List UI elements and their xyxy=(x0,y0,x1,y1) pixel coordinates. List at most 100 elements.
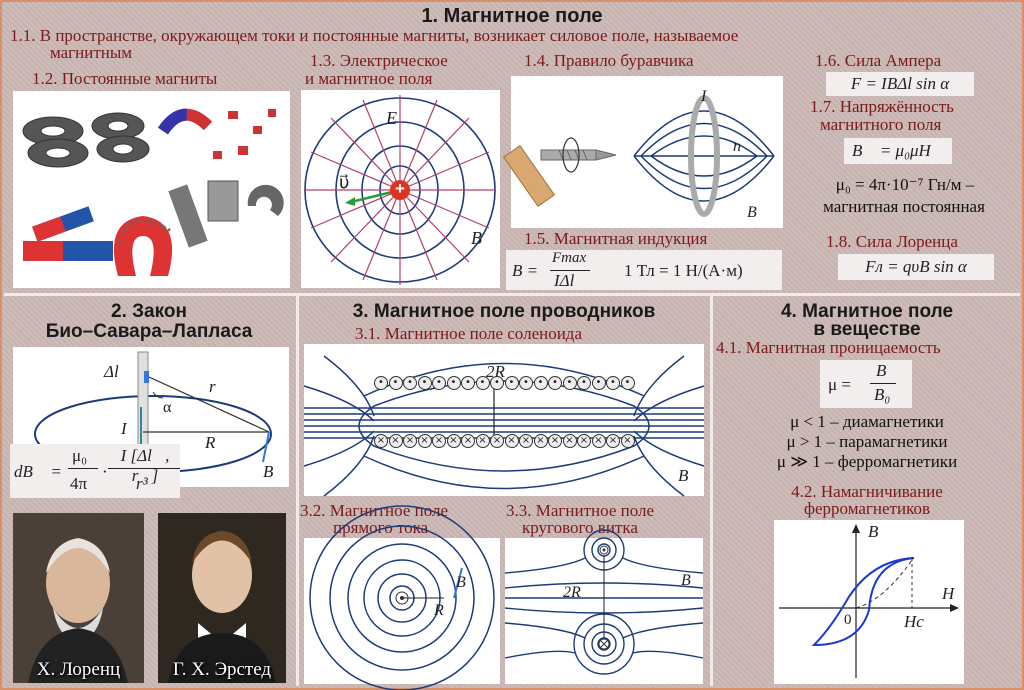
circular-loop-diagram: 2R B⃗ xyxy=(504,529,704,684)
current-in-icon: × xyxy=(446,434,461,448)
portrait-lorentz-drawing xyxy=(13,513,144,683)
current-in-icon: × xyxy=(432,434,446,448)
current-out-icon: • xyxy=(606,376,620,390)
axis-label-B: B xyxy=(868,522,879,541)
formula-lhs: μ = xyxy=(828,375,851,394)
heading-4-1: 4.1. Магнитная проницаемость xyxy=(716,338,941,357)
current-out-icon: • xyxy=(562,376,577,390)
portrait-oersted: Г. Х. Эрстед xyxy=(158,513,286,683)
dot: · xyxy=(102,462,108,481)
heading-3-3b: кругового витка xyxy=(522,518,638,537)
formula-numerator: Fmax xyxy=(552,250,587,266)
label-B: B⃗ xyxy=(678,466,702,485)
induction-formula: B = Fmax IΔl 1 Тл = 1 Н/(А·м) xyxy=(506,250,782,290)
solenoid-turns-top: •••••••••••••••••• xyxy=(374,376,635,390)
label-B: B⃗ xyxy=(471,228,496,248)
heading-1-6: 1.6. Сила Ампера xyxy=(815,51,942,70)
current-out-icon: • xyxy=(490,376,504,390)
label-dl: Δl⃗ xyxy=(104,362,132,381)
heading-3-1: 3.1. Магнитное поле соленоида xyxy=(355,324,583,343)
label-I: I⃗ xyxy=(701,88,719,105)
axis-label-H: H xyxy=(942,584,955,603)
current-out-icon: • xyxy=(374,376,388,390)
current-out-icon: • xyxy=(417,376,432,390)
heading-1-8: 1.8. Сила Лоренца xyxy=(826,232,958,251)
portrait-oersted-caption: Г. Х. Эрстед xyxy=(172,659,272,680)
current-out-icon: • xyxy=(620,376,635,390)
heading-4-2b: ферромагнетиков xyxy=(804,499,930,518)
current-out-icon: • xyxy=(504,376,519,390)
formula-lhs: dB⃗ = xyxy=(14,462,62,481)
formula-den1: 4π xyxy=(70,474,88,493)
electric-magnetic-field-diagram: + E⃗ υ⃗ B⃗ xyxy=(301,90,500,288)
biot-savart-formula: dB⃗ = μ₀ 4π · I [Δl⃗, r⃗] r³ xyxy=(10,444,180,498)
label-r: r⃗ xyxy=(209,377,229,396)
formula-lhs: B = xyxy=(512,261,539,280)
divider xyxy=(4,293,1020,296)
hysteresis-diagram: B H 0 Hc xyxy=(774,520,964,684)
section-4-title-b: в веществе xyxy=(813,319,921,340)
current-in-icon: × xyxy=(577,434,591,448)
current-in-icon: × xyxy=(606,434,620,448)
label-B: B⃗ xyxy=(747,204,770,221)
permanent-magnets-image xyxy=(13,91,290,288)
formula-num: B xyxy=(876,361,887,380)
current-out-icon: • xyxy=(475,376,490,390)
current-out-icon: • xyxy=(461,376,475,390)
current-out-icon: • xyxy=(446,376,461,390)
fraction-bar xyxy=(68,468,98,469)
hysteresis-loop xyxy=(779,524,959,678)
label-2R: 2R xyxy=(486,362,505,381)
label-B: B⃗ xyxy=(263,462,287,481)
current-in-icon: × xyxy=(374,434,388,448)
fraction-bar xyxy=(550,270,590,271)
current-in-icon: × xyxy=(417,434,432,448)
field-strength-formula: B⃗ = μ₀μH⃗ xyxy=(844,138,952,164)
divider xyxy=(710,296,713,686)
straight-current-diagram: B⃗ R xyxy=(304,505,500,690)
diamagnetics-line: μ < 1 – диамагнетики xyxy=(790,412,944,431)
current-out-icon: • xyxy=(432,376,446,390)
current-in-icon: × xyxy=(533,434,548,448)
current-in-icon: × xyxy=(490,434,504,448)
label-I: I⃗ xyxy=(121,419,140,438)
current-out-icon: • xyxy=(533,376,548,390)
ferromagnetics-line: μ ≫ 1 – ферромагнетики xyxy=(776,452,958,471)
current-out-icon: • xyxy=(577,376,591,390)
permeability-formula: μ = B B₀ xyxy=(820,360,912,408)
formula-den: B₀ xyxy=(874,385,891,404)
axis-label-Hc: Hc xyxy=(904,612,924,631)
current-in-icon: × xyxy=(519,434,533,448)
section-3-title: 3. Магнитное поле проводников xyxy=(352,301,656,322)
current-in-icon: × xyxy=(388,434,403,448)
circular-loop-field xyxy=(504,529,704,675)
formula-den2: r³ xyxy=(136,474,148,493)
label-v: υ⃗ xyxy=(339,172,350,192)
current-in-icon: × xyxy=(475,434,490,448)
label-E: E⃗ xyxy=(386,108,411,128)
heading-1-2: 1.2. Постоянные магниты xyxy=(32,69,218,88)
heading-1-3a: 1.3. Электрическое xyxy=(310,51,448,70)
heading-1-7b: магнитного поля xyxy=(820,115,942,134)
current-out-icon: • xyxy=(403,376,417,390)
axis-origin: 0 xyxy=(844,612,852,628)
portrait-oersted-drawing xyxy=(158,513,286,683)
label-R: R xyxy=(434,602,444,619)
section-2-title-a: 2. Закон xyxy=(111,301,187,322)
heading-1-4: 1.4. Правило буравчика xyxy=(524,51,694,70)
field-lines-charge xyxy=(304,95,496,285)
tesla-definition: 1 Тл = 1 Н/(А·м) xyxy=(624,261,743,280)
solenoid-field-lines xyxy=(303,355,705,497)
label-B: B⃗ xyxy=(456,574,479,591)
heading-1-5: 1.5. Магнитная индукция xyxy=(524,229,708,248)
positive-charge-sign: + xyxy=(395,179,405,198)
magnets-illustration xyxy=(22,108,284,276)
current-in-icon: × xyxy=(620,434,635,448)
label-alpha: α xyxy=(163,399,172,416)
formula-num1: μ₀ xyxy=(72,446,88,465)
magnetic-constant-label: магнитная постоянная xyxy=(823,197,985,216)
formula-num2: I [Δl⃗, r⃗] xyxy=(120,446,170,485)
current-in-icon: × xyxy=(591,434,606,448)
paragraph-1-1-end: магнитным xyxy=(50,43,133,62)
solenoid-turns-bottom: ×××××××××××××××××× xyxy=(374,434,635,448)
